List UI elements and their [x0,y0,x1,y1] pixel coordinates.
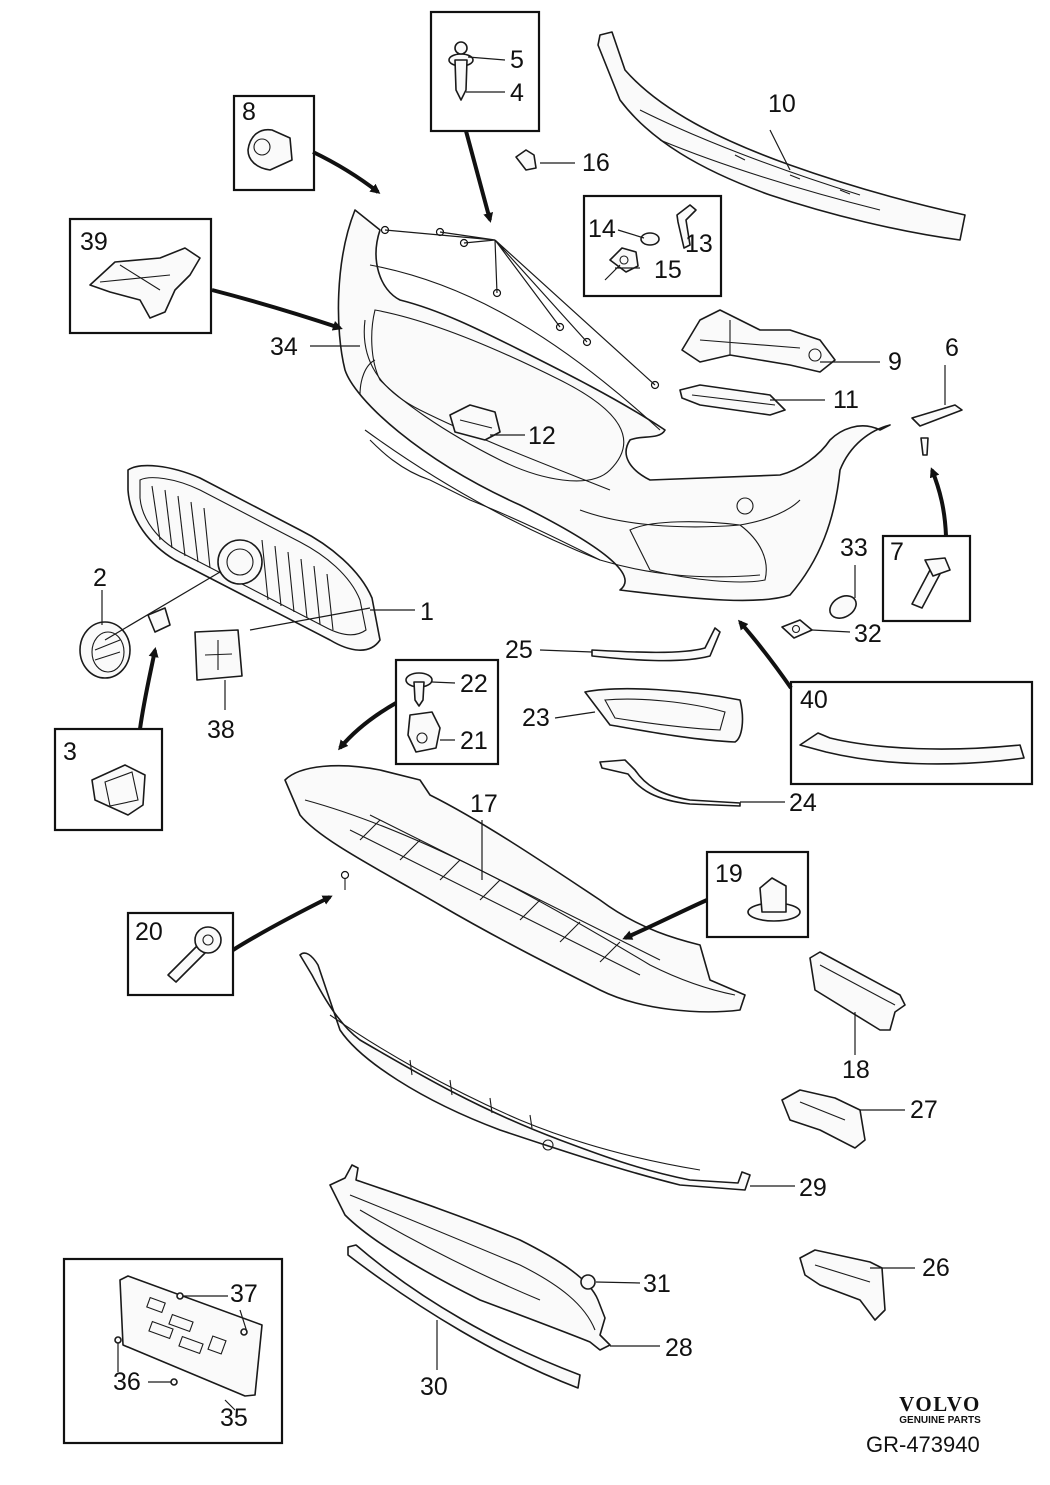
label-38: 38 [207,716,235,744]
part-1-grille [127,464,381,651]
cover-clips [380,225,660,390]
label-30: 30 [420,1373,448,1401]
box-5-4 [429,10,541,133]
part-30-strip [347,1244,581,1389]
part-29-spoiler [299,952,751,1191]
part-2-emblem [79,621,131,679]
box-20 [126,911,235,997]
label-16: 16 [582,149,610,177]
part-32-cap [781,619,813,639]
label-6: 6 [945,334,959,362]
box-7 [881,534,972,623]
part-9-bracket [681,309,836,373]
label-26: 26 [922,1254,950,1282]
part-17-undertray [284,764,746,1013]
label-21: 21 [460,727,488,755]
label-24: 24 [789,789,817,817]
label-4: 4 [510,79,524,107]
box-8 [232,94,316,192]
label-3: 3 [63,738,77,766]
label-28: 28 [665,1334,693,1362]
label-34: 34 [270,333,298,361]
label-1: 1 [420,598,434,626]
part-16-clip [515,149,537,171]
label-17: 17 [470,790,498,818]
label-12: 12 [528,422,556,450]
part-27-bracket [781,1089,866,1149]
label-27: 27 [910,1096,938,1124]
box-22-21 [394,658,500,766]
label-35: 35 [220,1404,248,1432]
box-39 [68,217,213,335]
brand-name: VOLVO [899,1392,981,1416]
box-14-13-15 [582,194,723,298]
part-28-lower-trim [329,1164,611,1351]
part-26-bracket [799,1249,886,1321]
label-9: 9 [888,348,902,376]
label-36: 36 [113,1368,141,1396]
diagram-reference: GR-473940 [866,1432,980,1457]
emblem-bracket [147,607,171,633]
box-19 [705,850,810,939]
part-11-bracket [679,384,786,416]
label-14: 14 [588,215,616,243]
part-38-cover [194,629,243,681]
label-19: 19 [715,860,743,888]
part-33-cap [829,595,857,619]
box-3 [53,727,164,832]
label-32: 32 [854,620,882,648]
brand-tagline: GENUINE PARTS [899,1415,981,1426]
label-8: 8 [242,98,256,126]
part-31-nut [580,1274,596,1290]
box-37-36-35 [62,1257,284,1445]
label-5: 5 [510,46,524,74]
label-37: 37 [230,1280,258,1308]
part-6-bracket [911,404,963,456]
label-29: 29 [799,1174,827,1202]
label-2: 2 [93,564,107,592]
label-40: 40 [800,686,828,714]
label-11: 11 [833,386,859,414]
label-10: 10 [768,90,796,118]
label-7: 7 [890,538,904,566]
part-labels: 1 2 3 4 5 6 7 8 9 10 11 12 13 14 15 16 1… [63,46,959,1432]
label-39: 39 [80,228,108,256]
label-18: 18 [842,1056,870,1084]
part-24-strip [599,759,741,807]
leader-lines [101,129,946,1370]
part-18-strip [809,951,906,1031]
part-25-trim [591,627,721,662]
bumper-cover [337,209,891,602]
label-33: 33 [840,534,868,562]
label-20: 20 [135,918,163,946]
brand-logo: VOLVO GENUINE PARTS [885,1392,995,1426]
label-25: 25 [505,636,533,664]
label-22: 22 [460,670,488,698]
label-13: 13 [685,230,713,258]
label-31: 31 [643,1270,671,1298]
callout-arrows [138,130,948,952]
part-12-clip [449,404,501,441]
box-40 [789,680,1034,786]
part-23-frame [584,687,744,743]
part-10-absorber [597,31,966,241]
label-15: 15 [654,256,682,284]
label-23: 23 [522,704,550,732]
